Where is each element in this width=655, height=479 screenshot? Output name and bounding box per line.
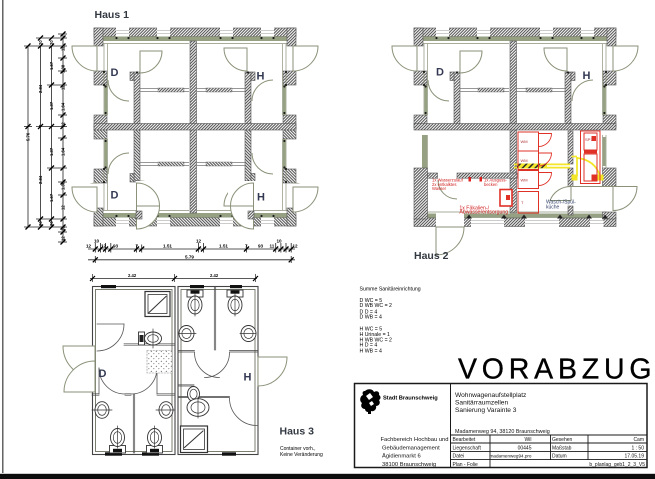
svg-text:2.42: 2.42 bbox=[128, 273, 137, 278]
svg-text:Wasser: Wasser bbox=[432, 186, 447, 191]
svg-text:1.37: 1.37 bbox=[49, 147, 54, 156]
svg-text:Container vorh.,: Container vorh., bbox=[280, 446, 316, 452]
svg-text:SP?: SP? bbox=[585, 137, 593, 142]
svg-text:D WB WC = 2: D WB WC = 2 bbox=[360, 303, 393, 309]
svg-text:becken: becken bbox=[484, 182, 498, 187]
svg-text:H: H bbox=[257, 71, 265, 83]
svg-text:1.64: 1.64 bbox=[61, 147, 66, 156]
svg-text:Ägidienmarkt 6: Ägidienmarkt 6 bbox=[382, 453, 421, 460]
svg-text:5.76: 5.76 bbox=[26, 132, 31, 141]
svg-text:Maßstab: Maßstab bbox=[552, 445, 572, 451]
svg-text:20: 20 bbox=[49, 40, 54, 45]
svg-text:10: 10 bbox=[61, 226, 66, 231]
svg-text:38100 Braunschweig: 38100 Braunschweig bbox=[382, 462, 436, 468]
svg-text:12: 12 bbox=[293, 244, 299, 249]
svg-text:Haus 3: Haus 3 bbox=[280, 426, 315, 438]
svg-text:1 : 50: 1 : 50 bbox=[631, 445, 644, 451]
svg-text:7: 7 bbox=[38, 124, 43, 127]
svg-text:Bearbeitet: Bearbeitet bbox=[453, 437, 476, 443]
svg-text:2.84: 2.84 bbox=[38, 175, 43, 184]
svg-text:Sanitärraumzellen: Sanitärraumzellen bbox=[455, 400, 508, 407]
svg-text:2.84: 2.84 bbox=[38, 84, 43, 93]
svg-text:Wil: Wil bbox=[525, 437, 532, 443]
svg-text:5.79: 5.79 bbox=[185, 254, 194, 259]
svg-text:Cam: Cam bbox=[633, 437, 644, 443]
svg-text:Gebäudemanagement: Gebäudemanagement bbox=[382, 445, 440, 451]
svg-text:H Urinale = 1: H Urinale = 1 bbox=[360, 332, 391, 338]
svg-text:93: 93 bbox=[258, 244, 264, 249]
svg-text:1x Ausguss-: 1x Ausguss- bbox=[484, 178, 507, 183]
svg-text:1.51: 1.51 bbox=[219, 244, 228, 249]
svg-text:12: 12 bbox=[196, 239, 202, 244]
svg-text:10: 10 bbox=[94, 239, 100, 244]
svg-text:Gesehen: Gesehen bbox=[552, 437, 573, 443]
svg-text:1x Wasserzulauf: 1x Wasserzulauf bbox=[432, 178, 464, 183]
svg-text:12: 12 bbox=[61, 205, 66, 210]
svg-text:17.05.19: 17.05.19 bbox=[625, 454, 645, 460]
svg-text:1x Fäkalien-/: 1x Fäkalien-/ bbox=[459, 205, 489, 211]
svg-text:1.67: 1.67 bbox=[49, 193, 54, 202]
svg-text:00445: 00445 bbox=[518, 445, 532, 451]
svg-text:H D = 4: H D = 4 bbox=[360, 343, 378, 349]
svg-text:Summe Sanitäreinrichtung: Summe Sanitäreinrichtung bbox=[360, 287, 421, 293]
svg-text:1.51: 1.51 bbox=[163, 244, 172, 249]
svg-text:Abwasserentsorgung: Abwasserentsorgung bbox=[459, 209, 508, 215]
svg-text:H: H bbox=[244, 372, 252, 384]
svg-text:Stadt Braunschweig: Stadt Braunschweig bbox=[383, 396, 438, 402]
svg-text:Plan - Folie: Plan - Folie bbox=[453, 462, 479, 468]
svg-text:7: 7 bbox=[136, 244, 139, 249]
svg-text:D: D bbox=[111, 190, 119, 202]
svg-text:madamenweg94.pro: madamenweg94.pro bbox=[490, 454, 532, 459]
svg-text:1.67: 1.67 bbox=[49, 61, 54, 70]
svg-text:D WC = 5: D WC = 5 bbox=[360, 298, 383, 304]
svg-text:93: 93 bbox=[113, 244, 119, 249]
svg-text:WM: WM bbox=[521, 139, 528, 144]
svg-text:12: 12 bbox=[61, 85, 66, 90]
svg-text:H WB = 4: H WB = 4 bbox=[360, 349, 382, 355]
svg-text:H: H bbox=[583, 70, 591, 82]
svg-text:T: T bbox=[521, 200, 524, 205]
svg-text:Madamenweg 94, 38120 Braunschw: Madamenweg 94, 38120 Braunschweig bbox=[455, 429, 550, 435]
svg-text:10: 10 bbox=[277, 239, 283, 244]
svg-text:VORABZUG: VORABZUG bbox=[458, 354, 655, 386]
svg-text:küche: küche bbox=[546, 204, 560, 210]
svg-text:D D = 4: D D = 4 bbox=[360, 310, 378, 316]
svg-text:WM: WM bbox=[521, 158, 528, 163]
svg-text:Liegenschaft: Liegenschaft bbox=[453, 445, 482, 451]
svg-text:Datei: Datei bbox=[453, 454, 465, 460]
svg-text:12: 12 bbox=[61, 122, 66, 127]
svg-text:D: D bbox=[111, 67, 119, 79]
svg-text:Wasch-/Spül-: Wasch-/Spül- bbox=[546, 200, 576, 206]
svg-text:20: 20 bbox=[49, 221, 54, 226]
svg-text:1.37: 1.37 bbox=[49, 101, 54, 110]
svg-text:b_planlag_geb1_2_3_V5: b_planlag_geb1_2_3_V5 bbox=[589, 462, 645, 468]
svg-text:D: D bbox=[99, 368, 107, 380]
svg-text:20: 20 bbox=[38, 221, 43, 226]
svg-text:D: D bbox=[436, 67, 444, 79]
svg-text:D WB = 4: D WB = 4 bbox=[360, 315, 382, 321]
svg-text:Sanierung Varainte 3: Sanierung Varainte 3 bbox=[455, 407, 517, 414]
svg-text:12: 12 bbox=[61, 236, 66, 241]
svg-text:Fachbereich Hochbau und: Fachbereich Hochbau und bbox=[381, 437, 449, 443]
svg-text:Haus 1: Haus 1 bbox=[95, 9, 130, 21]
svg-text:12: 12 bbox=[61, 46, 66, 51]
svg-text:7: 7 bbox=[245, 244, 248, 249]
svg-text:H WC = 5: H WC = 5 bbox=[360, 327, 383, 333]
svg-text:11: 11 bbox=[270, 244, 275, 249]
svg-text:12: 12 bbox=[101, 244, 107, 249]
svg-text:H WB WC = 2: H WB WC = 2 bbox=[360, 338, 393, 344]
svg-text:WM: WM bbox=[521, 178, 528, 183]
svg-text:H: H bbox=[257, 192, 265, 204]
svg-text:Haus 2: Haus 2 bbox=[414, 250, 449, 262]
svg-text:Datum: Datum bbox=[552, 454, 567, 460]
svg-text:20: 20 bbox=[38, 40, 43, 45]
svg-text:1.38: 1.38 bbox=[61, 181, 66, 190]
svg-text:1.38: 1.38 bbox=[61, 64, 66, 73]
svg-text:1.64: 1.64 bbox=[61, 102, 66, 111]
svg-text:2.42: 2.42 bbox=[210, 273, 219, 278]
svg-text:2x entkalktes: 2x entkalktes bbox=[432, 182, 456, 187]
svg-text:Keine Veränderung: Keine Veränderung bbox=[280, 452, 323, 458]
svg-text:Wohnwagenaufstellplatz: Wohnwagenaufstellplatz bbox=[455, 392, 526, 399]
svg-text:12: 12 bbox=[86, 244, 92, 249]
